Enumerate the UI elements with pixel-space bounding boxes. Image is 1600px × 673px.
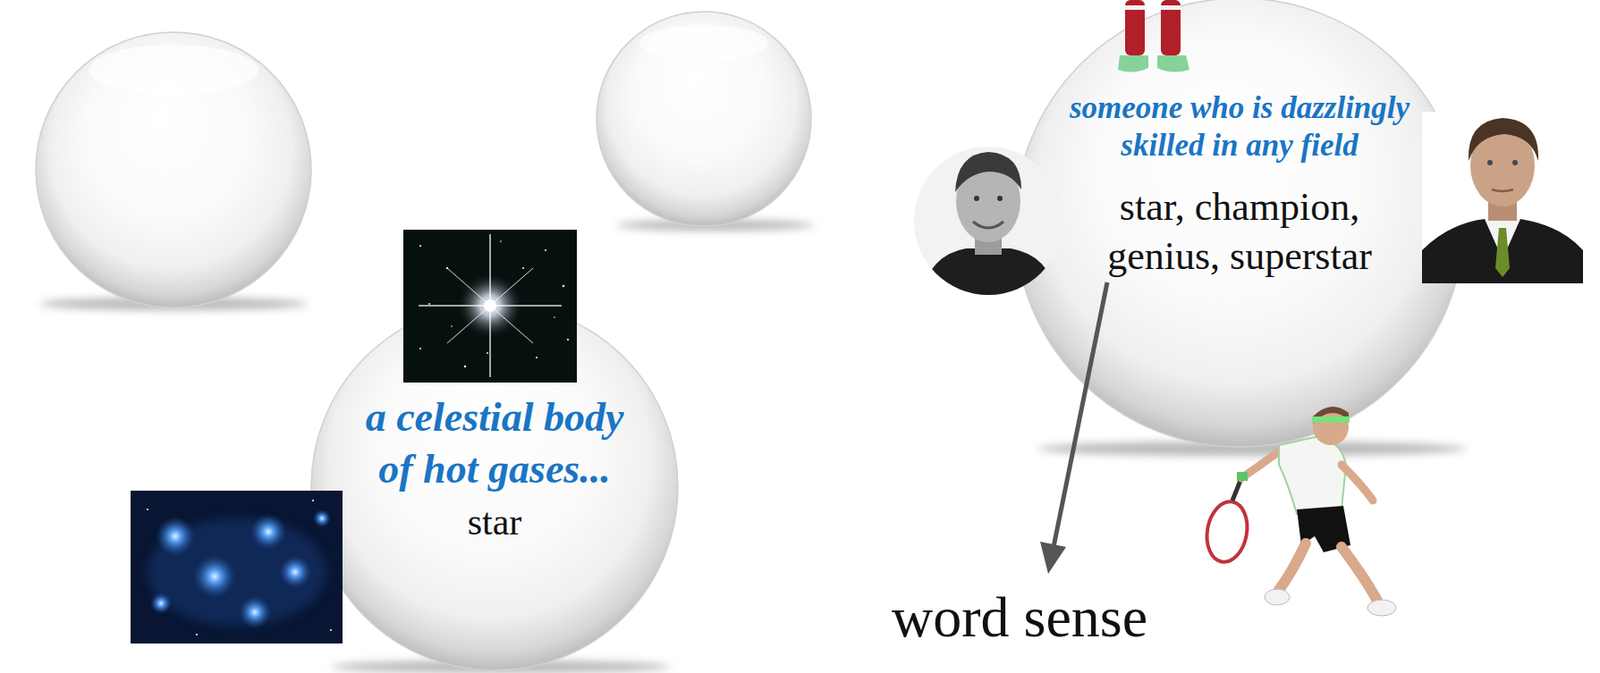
term-label: word sense bbox=[891, 586, 1148, 650]
synonym-set: star, champion, genius, superstar bbox=[1092, 182, 1388, 281]
portrait-photo bbox=[912, 143, 1065, 296]
football-player bbox=[1117, 0, 1190, 73]
sense-gloss: someone who is dazzlingly skilled in any… bbox=[1065, 89, 1414, 165]
leader-arrow bbox=[1040, 282, 1108, 575]
glass-sphere bbox=[1015, 0, 1467, 457]
glass-sphere bbox=[596, 11, 814, 231]
star-cluster-photo bbox=[130, 491, 343, 644]
tennis-player bbox=[1202, 406, 1397, 617]
glass-sphere bbox=[35, 32, 312, 311]
star-photo bbox=[403, 229, 577, 383]
sense-gloss: a celestial body of hot gases... bbox=[364, 391, 625, 495]
synonym-set: star bbox=[364, 499, 625, 545]
sense-sphere: a celestial body of hot gases...star bbox=[360, 391, 629, 545]
portrait-photo bbox=[1422, 111, 1584, 284]
sense-sphere: someone who is dazzlingly skilled in any… bbox=[1060, 89, 1419, 281]
